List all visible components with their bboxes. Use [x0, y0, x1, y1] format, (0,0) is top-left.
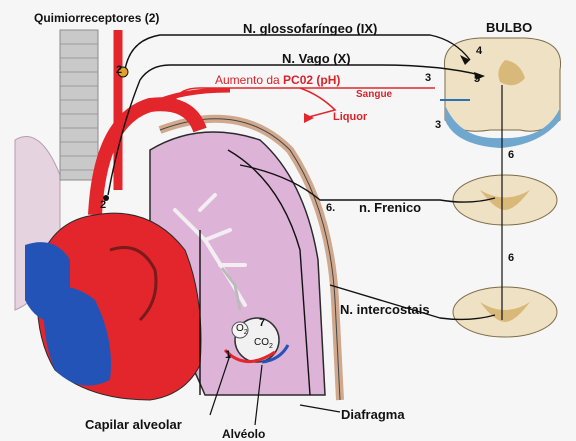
o2-base: O — [236, 323, 244, 334]
vagus-label: N. Vago (X) — [282, 52, 351, 65]
spinal-cord-section-upper — [453, 175, 557, 225]
marker-6-upper: 6 — [508, 150, 514, 161]
alveolus-label: Alvéolo — [222, 428, 265, 440]
glossopharyngeal-label: N. glossofaríngeo (IX) — [243, 22, 377, 35]
o2-label: O2 — [236, 324, 248, 336]
phrenic-number: 6. — [326, 203, 335, 214]
bulbo-label: BULBO — [486, 21, 532, 34]
marker-3-lower: 3 — [435, 120, 441, 131]
phrenic-label: n. Frenico — [359, 201, 421, 214]
chemoreceptors-label: Quimiorreceptores (2) — [34, 12, 159, 24]
pco2-label: Aumento da PC02 (pH) — [215, 74, 340, 86]
marker-2-carotid: 2 — [116, 65, 122, 76]
marker-4: 4 — [476, 46, 482, 57]
co2-label: CO2 — [254, 338, 273, 350]
marker-7: 7 — [259, 318, 265, 329]
co2-subscript: 2 — [269, 343, 273, 350]
intercostal-label: N. intercostais — [340, 303, 430, 316]
o2-subscript: 2 — [244, 329, 248, 336]
liquor-label: Liquor — [333, 112, 367, 123]
pco2-prefix: Aumento da — [215, 73, 283, 87]
diaphragm-label: Diafragma — [341, 408, 405, 421]
capillary-label: Capilar alveolar — [85, 418, 182, 431]
marker-3-upper: 3 — [425, 73, 431, 84]
sangue-label: Sangue — [356, 90, 392, 100]
co2-base: CO — [254, 337, 269, 348]
marker-1: 1 — [225, 350, 231, 361]
marker-2-aortic: 2 — [100, 200, 106, 211]
spinal-cord-section-lower — [453, 287, 557, 337]
trachea — [60, 30, 98, 180]
marker-6-lower: 6 — [508, 253, 514, 264]
marker-5: 5 — [474, 74, 480, 85]
pco2-bold: PC02 (pH) — [283, 73, 340, 87]
